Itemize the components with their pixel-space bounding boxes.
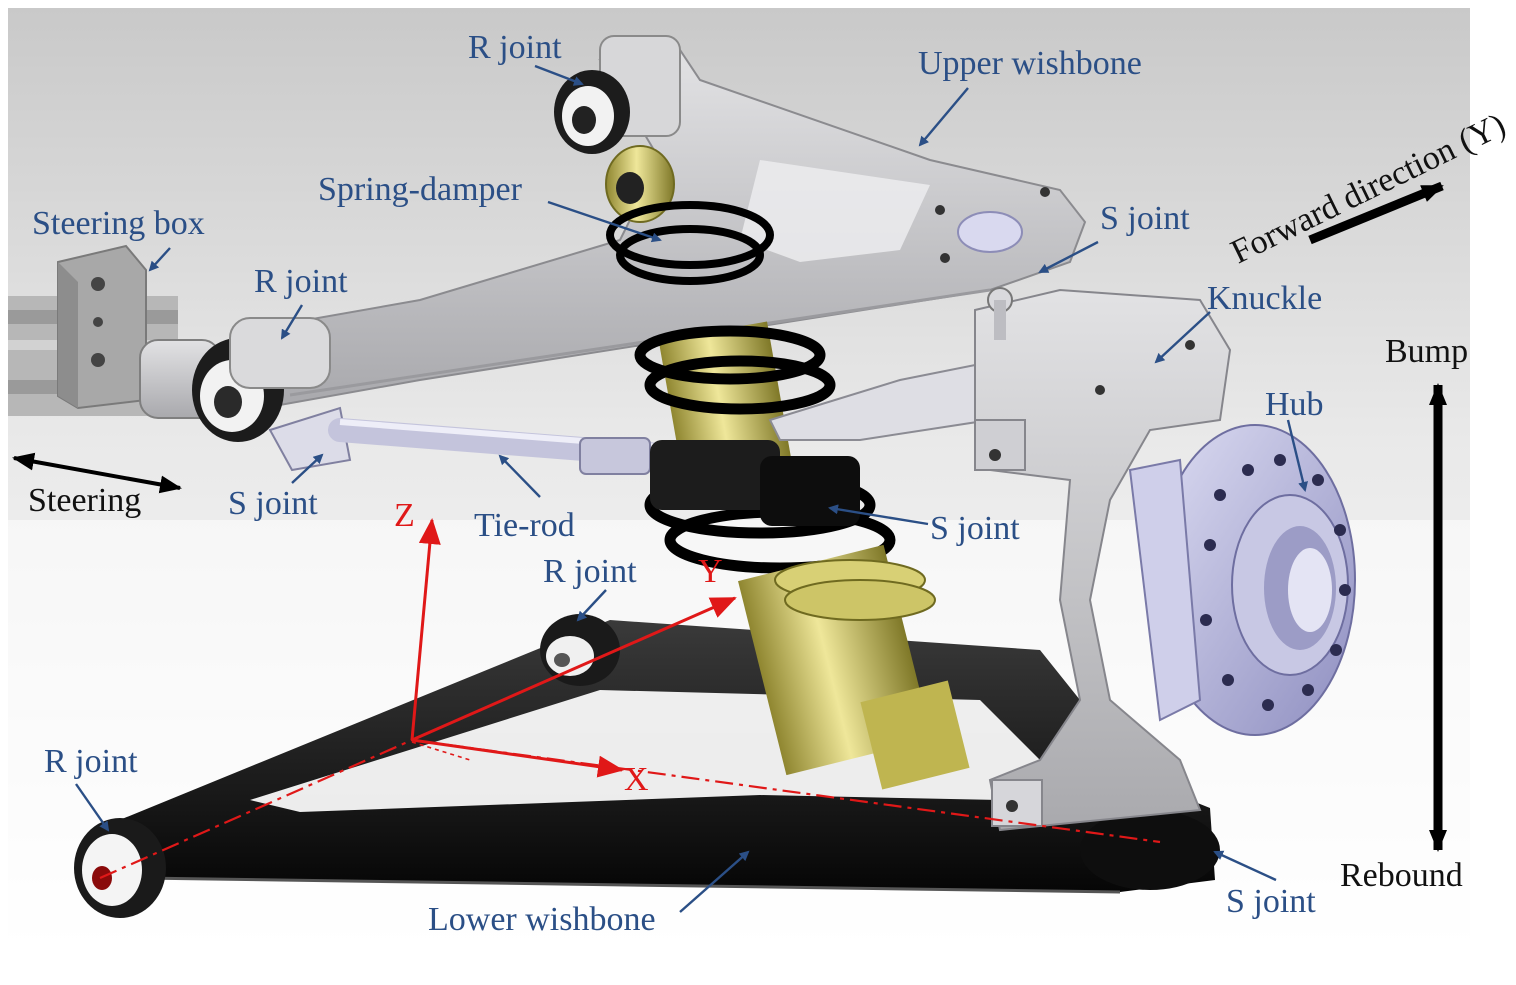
label-s-joint-lower: S joint bbox=[1226, 883, 1316, 920]
label-lower-wishbone: Lower wishbone bbox=[428, 901, 656, 938]
label-bump: Bump bbox=[1385, 333, 1468, 370]
leader-lines bbox=[75, 64, 1308, 913]
forward-direction-arrow bbox=[1308, 181, 1444, 245]
label-r-joint-lower-left: R joint bbox=[44, 743, 138, 780]
label-tie-rod: Tie-rod bbox=[474, 507, 575, 544]
label-y-axis: Y bbox=[698, 553, 723, 590]
label-spring-damper: Spring-damper bbox=[318, 171, 523, 208]
label-r-joint-top: R joint bbox=[468, 29, 562, 66]
label-hub: Hub bbox=[1265, 386, 1324, 423]
coordinate-axes bbox=[99, 518, 1161, 880]
label-s-joint-damper: S joint bbox=[930, 510, 1020, 547]
label-steering: Steering bbox=[28, 482, 141, 519]
label-rebound: Rebound bbox=[1340, 857, 1463, 894]
hub bbox=[1128, 424, 1356, 736]
label-s-joint-upper: S joint bbox=[1100, 200, 1190, 237]
label-r-joint-upper-left: R joint bbox=[254, 263, 348, 300]
label-upper-wishbone: Upper wishbone bbox=[918, 45, 1142, 82]
steering-arrow bbox=[12, 452, 182, 494]
label-z-axis: Z bbox=[394, 497, 415, 534]
steering-box bbox=[8, 244, 221, 419]
label-steering-box: Steering box bbox=[32, 205, 205, 242]
upper-wishbone bbox=[192, 35, 1087, 442]
label-knuckle: Knuckle bbox=[1207, 280, 1322, 317]
knuckle bbox=[974, 287, 1232, 832]
label-r-joint-lower-mid: R joint bbox=[543, 553, 637, 590]
label-x-axis: X bbox=[624, 761, 649, 798]
label-s-joint-tierod: S joint bbox=[228, 485, 318, 522]
